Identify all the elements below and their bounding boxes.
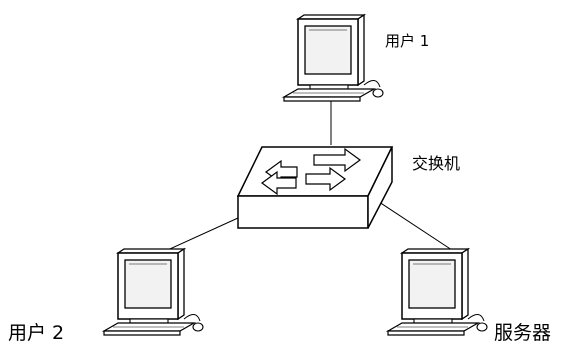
- user1-label: 用户 1: [385, 32, 430, 50]
- user2-computer-icon: [103, 248, 204, 336]
- user2-label: 用户 2: [8, 322, 65, 344]
- switch-node: [236, 146, 394, 229]
- user1-computer-icon: [283, 14, 384, 102]
- server-computer-icon: [387, 248, 488, 336]
- link-switch-server: [369, 195, 459, 255]
- server-label: 服务器: [494, 322, 552, 344]
- switch-label: 交换机: [412, 154, 461, 173]
- switch-arrows-icon: [260, 147, 362, 196]
